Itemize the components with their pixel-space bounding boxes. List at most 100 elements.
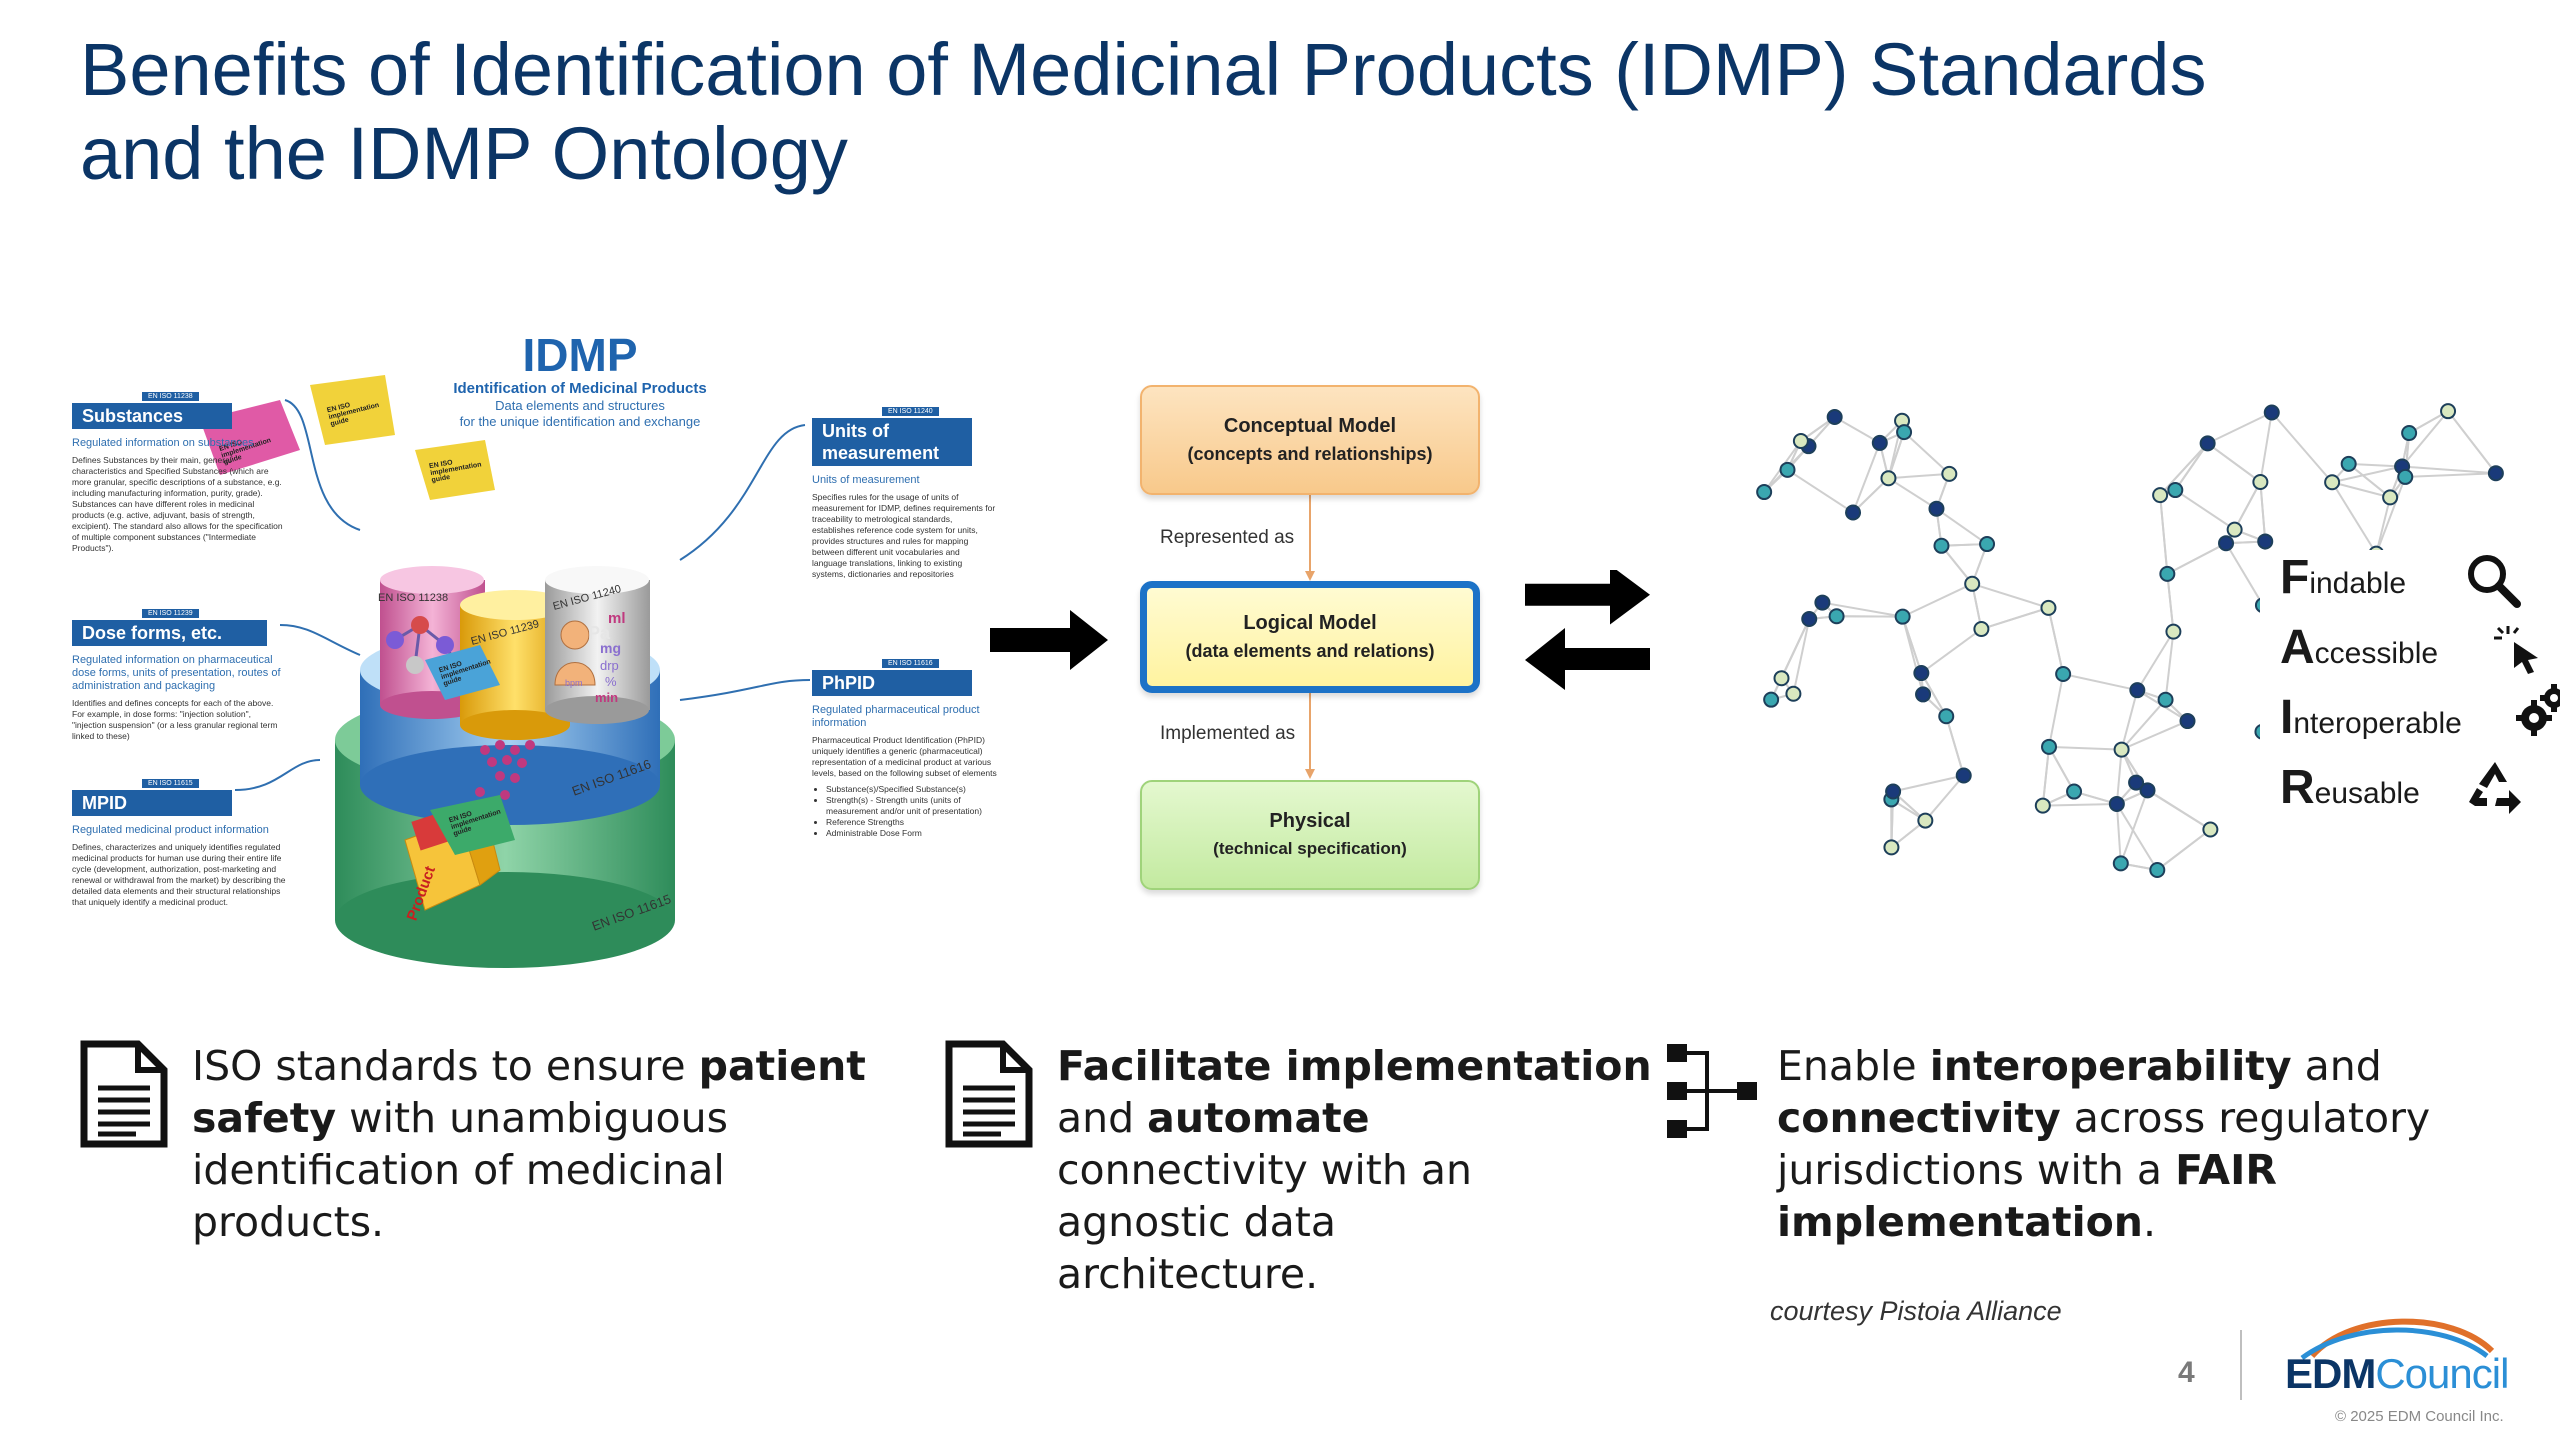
graph-node [1941,465,1958,482]
fair-principles-panel: Findable Accessible Interoperable Reusab… [2260,550,2560,870]
graph-edge [1887,431,1906,479]
graph-edge [2259,412,2273,483]
document-icon [80,1040,168,1148]
logical-model-sub: (data elements and relations) [1185,641,1435,661]
benefit-bold-text: connectivity [1777,1094,2061,1142]
graph-node [1871,434,1888,451]
graph-edge [2119,789,2149,864]
graph-edge [1901,616,1923,674]
graph-edge [1935,507,1988,545]
graph-edge [2405,472,2496,478]
graph-edge [1924,774,1965,822]
benefit-plain-text: . [2142,1198,2157,1246]
conceptual-model-box: Conceptual Model (concepts and relations… [1140,385,1480,495]
graph-edge [1822,601,1903,618]
graph-edge [1945,715,1965,776]
gears-icon [2516,684,2560,736]
graph-edge [1888,472,1950,480]
benefit-bold-text: patient [698,1042,866,1090]
graph-edge [2115,749,2123,805]
graph-node [1915,686,1932,703]
graph-node [2401,425,2418,442]
idmp-infographic: IDMP Identification of Medicinal Product… [60,330,1000,980]
data-model-flow: Conceptual Model (concepts and relations… [1130,385,1490,905]
benefit-plain-text: and [2291,1042,2382,1090]
phpid-item: Administrable Dose Form [826,828,997,839]
graph-node [2152,487,2169,504]
graph-edge [2048,746,2075,793]
graph-edge [1981,606,2049,630]
dose-forms-tag: EN ISO 11239 [142,609,199,618]
benefit-plain-text: with unambiguous [336,1094,728,1142]
benefit-bold-text: automate [1147,1094,1370,1142]
hierarchy-icon [1667,1044,1757,1138]
graph-edge [2207,442,2261,483]
graph-node [1917,812,1934,829]
graph-edge [2331,481,2378,555]
fair-letter: I [2280,691,2294,744]
idmp-subline-2: for the unique identification and exchan… [459,414,701,429]
fair-word: ccessible [2314,637,2439,670]
graph-edge [2259,481,2267,542]
graph-node [2149,862,2166,878]
unit-min: min [595,690,619,705]
graph-node [1973,621,1990,638]
mpid-tag: EN ISO 11615 [142,779,199,788]
graph-node [1928,500,1945,517]
represented-as-label: Represented as [1160,527,1295,549]
dose-forms-caption: Regulated information on pharmaceutical … [72,654,281,692]
idmp-phpid: EN ISO 11616 PhPID Regulated pharmaceuti… [812,652,997,839]
graph-node [2252,474,2269,491]
graph-node [2324,474,2341,491]
fair-letter: A [2280,621,2315,674]
bidirectional-arrows-icon [1525,570,1650,690]
unit-bpm: bpm [565,678,583,688]
graph-edge [2174,442,2209,491]
title-line-2: and the IDMP Ontology [80,112,848,195]
benefit-plain-text: jurisdictions with a [1777,1146,2176,1194]
graph-node [2202,821,2219,838]
substances-caption: Regulated information on substances [72,437,254,449]
idmp-cylinder-graphic [200,375,811,968]
graph-node [2257,533,2274,550]
dose-forms-desc: Identifies and defines concepts for each… [72,698,278,741]
graph-edge [2042,802,2117,807]
fair-letter: F [2280,551,2310,604]
graph-node [2382,489,2399,506]
units-caption: Units of measurement [812,474,920,486]
graph-node [2199,435,2216,452]
graph-node [2440,403,2457,420]
fair-findable: Findable [2280,550,2521,608]
graph-node [1773,670,1790,687]
idmp-dose-forms: EN ISO 11239 Dose forms, etc. Regulated … [72,602,287,742]
graph-node [2159,565,2176,582]
fair-accessible: Accessible [2280,620,2538,675]
recycle-icon [2469,762,2521,814]
footer-divider [2240,1330,2242,1400]
graph-edge [2062,673,2138,692]
graph-node [2040,599,2057,616]
model-connectors [1305,495,1315,779]
graph-edge [2401,410,2449,468]
graph-node [1894,608,1911,625]
cursor-click-icon [2494,626,2538,674]
edm-council-logo [2300,1318,2495,1361]
graph-node [1913,665,1930,682]
logical-model-title: Logical Model [1243,612,1377,634]
idmp-substances: EN ISO 11238 Substances Regulated inform… [72,385,287,554]
cylinder-label-11238: EN ISO 11238 [378,592,449,604]
graph-edge [2120,699,2167,751]
benefit-bold-text: implementation [1777,1198,2143,1246]
courtesy-note: courtesy Pistoia Alliance [1770,1296,2062,1326]
graph-node [1880,470,1897,487]
graph-edge [2136,631,2175,691]
units-desc: Specifies rules for the usage of units o… [812,492,996,579]
phpid-list: Substance(s)/Specified Substance(s) Stre… [812,784,997,839]
graph-node [2055,666,2072,683]
logical-model-box: Logical Model (data elements and relatio… [1140,581,1480,693]
graph-node [1938,708,1955,725]
graph-node [2066,783,2083,800]
graph-node [1885,783,1902,800]
graph-edge [1792,618,1811,694]
